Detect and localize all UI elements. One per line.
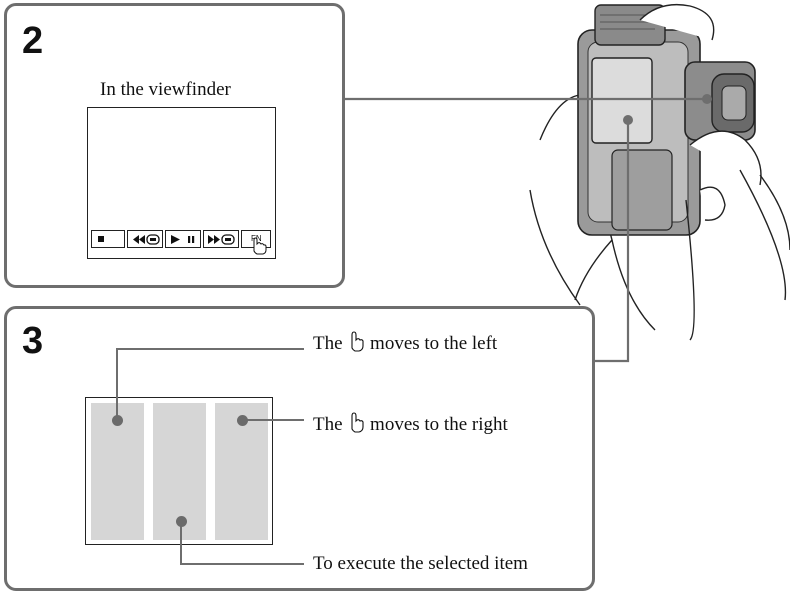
left-zone-marker: [112, 415, 123, 426]
label-moves-left: The moves to the left: [313, 330, 497, 353]
pointing-hand-icon: [351, 331, 364, 352]
stop-icon: [98, 236, 104, 242]
pointing-hand-icon: [351, 412, 364, 433]
rewind-icon: [133, 234, 160, 245]
viewfinder-control-bar: FN: [91, 230, 271, 255]
viewfinder-caption: In the viewfinder: [100, 79, 231, 100]
label-execute: To execute the selected item: [313, 553, 528, 574]
label-moves-left-prefix: The: [313, 333, 343, 354]
label-moves-left-suffix: moves to the left: [370, 333, 498, 354]
step-3-number: 3: [22, 320, 44, 362]
fn-icon: FN: [251, 234, 267, 255]
center-zone-marker: [176, 516, 187, 527]
rewind-button[interactable]: [127, 230, 163, 248]
viewfinder-screen: FN: [87, 107, 276, 259]
label-moves-right-prefix: The: [313, 414, 343, 435]
play-pause-button[interactable]: [165, 230, 201, 248]
right-zone-marker: [237, 415, 248, 426]
step-2-number: 2: [22, 20, 44, 62]
fast-forward-icon: [208, 234, 235, 245]
fn-button[interactable]: FN: [241, 230, 271, 255]
play-pause-icon: [171, 235, 195, 244]
label-moves-right-suffix: moves to the right: [370, 414, 508, 435]
fast-forward-button[interactable]: [203, 230, 239, 248]
stop-button[interactable]: [91, 230, 125, 248]
label-moves-right: The moves to the right: [313, 411, 508, 434]
